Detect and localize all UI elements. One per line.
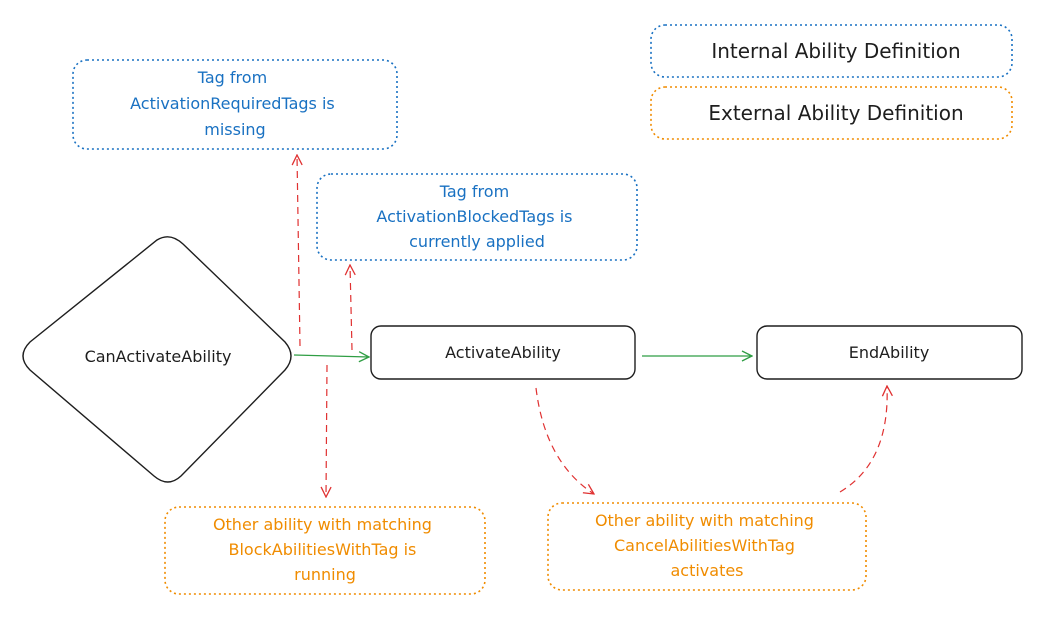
activate-ability-node[interactable]: [370, 325, 636, 380]
condition-required-line-1: Tag from: [197, 68, 267, 87]
legend-external-label: External Ability Definition: [708, 101, 963, 125]
svg-text:Tag from ActivationBlocked: Tag from ActivationBlockedTags is curren…: [376, 182, 577, 251]
end-ability-node[interactable]: [756, 325, 1023, 380]
legend-internal-box: [650, 24, 1013, 78]
block-arrow-to-required-tags: [297, 155, 300, 347]
condition-blocked-line-2: ActivationBlockedTags is: [376, 207, 572, 226]
block-arrow-activate-to-cancel: [535, 387, 594, 494]
condition-cancel-with-tag-line-3: activates: [670, 561, 743, 580]
flow-arrow-can-to-activate: [293, 355, 369, 357]
condition-block-with-tag-line-1: Other ability with matching: [213, 515, 432, 534]
end-ability-label: EndAbility: [849, 343, 930, 362]
condition-blocked-line-3: currently applied: [409, 232, 545, 251]
legend-internal-label: Internal Ability Definition: [711, 39, 960, 63]
condition-blocked-tags-box: [316, 173, 638, 261]
svg-text:Other ability with matching: Other ability with matching CancelAbilit…: [595, 511, 819, 580]
condition-block-with-tag-line-2: BlockAbilitiesWithTag is: [229, 540, 417, 559]
condition-cancel-with-tag-line-1: Other ability with matching: [595, 511, 814, 530]
can-activate-diamond[interactable]: [22, 236, 292, 483]
condition-cancel-with-tag-box: [547, 502, 867, 591]
block-arrow-to-blocked-tags: [350, 265, 352, 351]
svg-text:Tag from ActivationRequire: Tag from ActivationRequiredTags is missi…: [130, 68, 340, 139]
condition-block-with-tag-line-3: running: [294, 565, 356, 584]
condition-blocked-line-1: Tag from: [439, 182, 509, 201]
condition-block-with-tag-box: [164, 506, 486, 595]
block-arrow-to-block-with-tag: [326, 364, 327, 497]
legend-external-box: [650, 86, 1013, 140]
block-arrow-cancel-to-end: [839, 386, 887, 493]
condition-cancel-with-tag-line-2: CancelAbilitiesWithTag: [614, 536, 795, 555]
activate-ability-label: ActivateAbility: [445, 343, 561, 362]
svg-text:Other ability with matching: Other ability with matching BlockAbiliti…: [213, 515, 437, 584]
can-activate-label: CanActivateAbility: [85, 347, 232, 366]
condition-required-line-3: missing: [204, 120, 265, 139]
condition-required-line-2: ActivationRequiredTags is: [130, 94, 335, 113]
